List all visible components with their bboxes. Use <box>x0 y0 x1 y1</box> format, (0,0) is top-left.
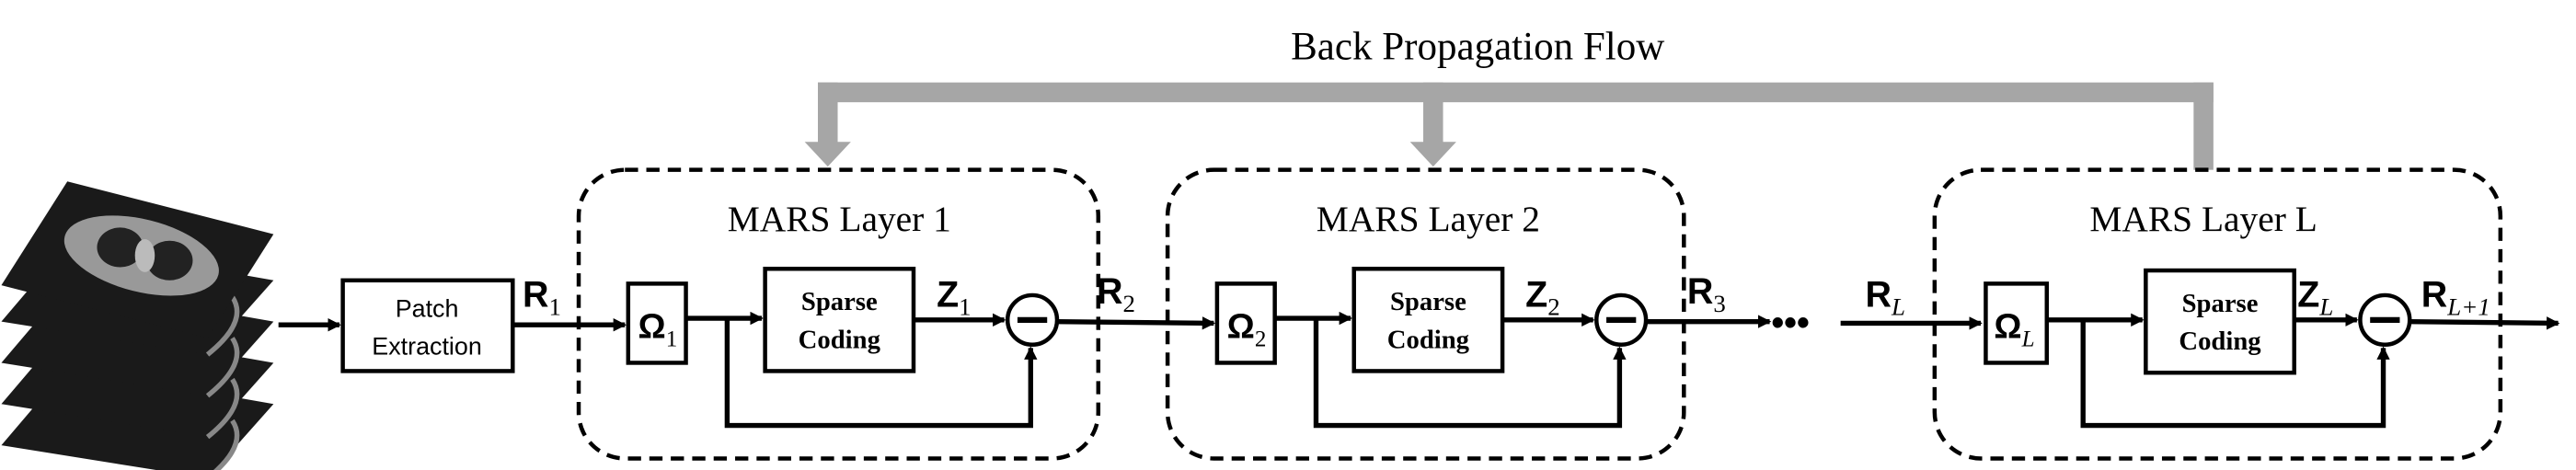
svg-text:Ω1: Ω1 <box>638 307 678 352</box>
svg-text:ZL: ZL <box>2297 274 2333 320</box>
rl-label: RL <box>1866 274 1905 320</box>
svg-text:MARS Layer L: MARS Layer L <box>2089 199 2317 239</box>
svg-text:Sparse: Sparse <box>1390 287 1466 316</box>
patch-extraction-block: Patch Extraction <box>340 278 515 373</box>
svg-text:Sparse: Sparse <box>801 287 878 316</box>
svg-text:ΩL: ΩL <box>1994 307 2034 352</box>
svg-text:Extraction: Extraction <box>372 332 482 360</box>
svg-text:Patch: Patch <box>396 294 459 322</box>
svg-text:Coding: Coding <box>1387 325 1470 354</box>
svg-text:MARS Layer 1: MARS Layer 1 <box>728 199 951 239</box>
svg-text:Ω2: Ω2 <box>1227 307 1267 352</box>
mars-layer-2: MARS Layer 2 Ω2 Sparse Coding Z2 <box>1165 167 1686 461</box>
svg-text:Z2: Z2 <box>1525 274 1560 320</box>
svg-text:Coding: Coding <box>2179 327 2261 356</box>
svg-text:MARS Layer 2: MARS Layer 2 <box>1317 199 1540 239</box>
rl1-label: RL+1 <box>2421 274 2490 320</box>
ellipsis: ••• <box>1771 303 1809 343</box>
r1-label: R1 <box>523 274 561 320</box>
svg-text:Coding: Coding <box>799 325 881 354</box>
mars-layer-l: MARS Layer L ΩL Sparse Coding ZL <box>1932 167 2503 461</box>
back-propagation-arrows <box>804 82 2214 170</box>
r2-label: R2 <box>1097 271 1135 317</box>
svg-text:Z1: Z1 <box>937 274 972 320</box>
r3-label: R3 <box>1687 271 1726 317</box>
svg-text:Sparse: Sparse <box>2182 289 2259 318</box>
flow-title: Back Propagation Flow <box>1291 26 1664 69</box>
ct-slice-stack-icon <box>1 181 274 470</box>
mars-layer-1: MARS Layer 1 Ω1 Sparse Coding Z1 <box>576 167 1101 461</box>
